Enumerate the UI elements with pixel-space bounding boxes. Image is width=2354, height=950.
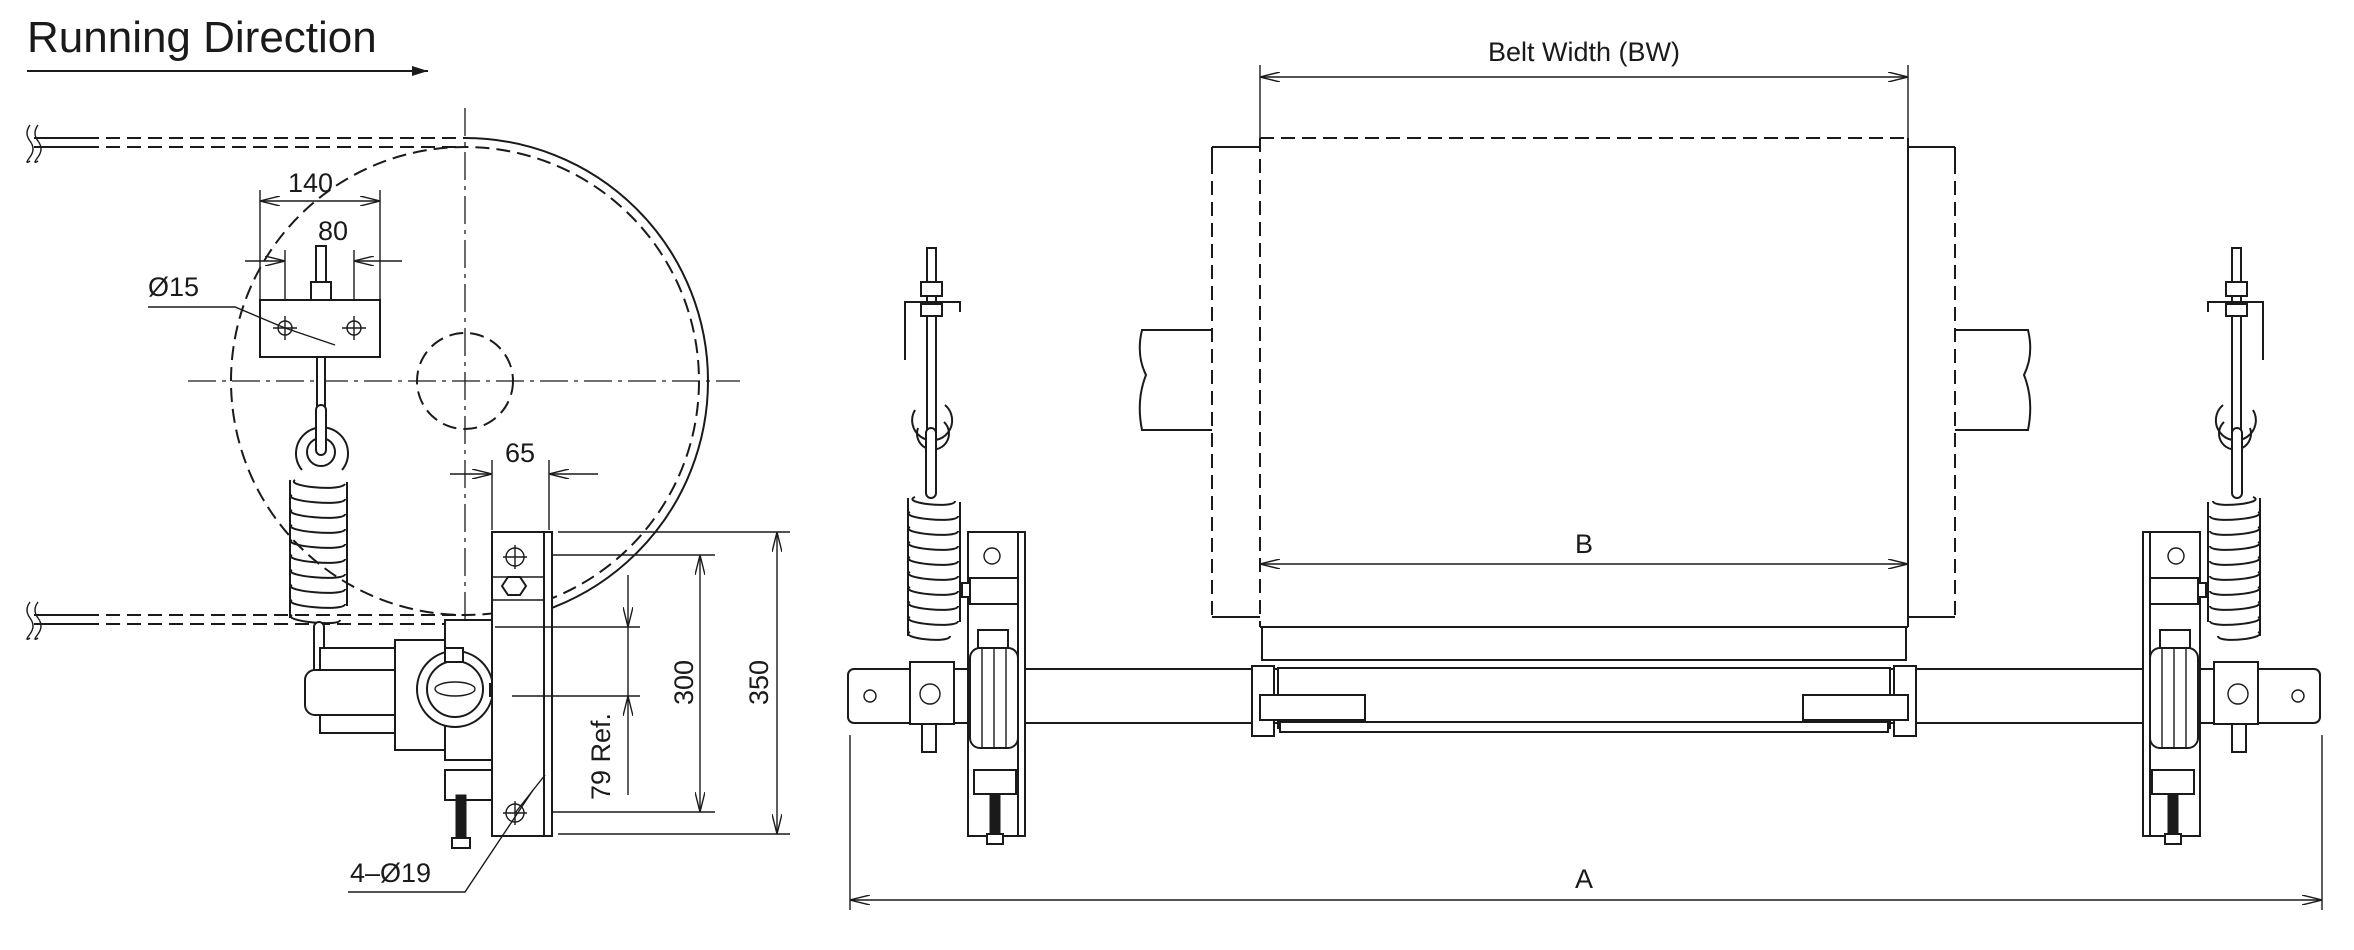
dimension-80: 80 — [245, 216, 402, 300]
hanger-assembly — [259, 245, 381, 713]
mounting-plate — [491, 531, 553, 837]
belt-lines — [26, 124, 709, 641]
cleaner-blade — [847, 626, 2321, 737]
dim-65-label: 65 — [505, 438, 535, 468]
dim-b-label: B — [1575, 529, 1593, 559]
dimension-350: 350 — [558, 531, 790, 835]
dimension-a: A — [849, 735, 2323, 910]
tensioner-assembly-left — [904, 247, 1026, 845]
belt-width-label: Belt Width (BW) — [1488, 37, 1680, 67]
tensioner-assembly-right — [2142, 247, 2264, 845]
dim-hole-15-label: Ø15 — [148, 272, 199, 302]
running-direction-label: Running Direction — [27, 13, 377, 62]
dimension-mount-holes: 4–Ø19 — [348, 774, 546, 893]
dimension-140: 140 — [259, 168, 381, 300]
dimension-hole-15: Ø15 — [148, 272, 336, 346]
front-view: Belt Width (BW) B A — [847, 37, 2323, 910]
dim-80-label: 80 — [318, 216, 348, 246]
dimension-300: 300 — [552, 554, 715, 813]
dimension-belt-width: Belt Width (BW) — [1259, 37, 1909, 138]
dim-350-label: 350 — [744, 660, 774, 705]
dimension-65: 65 — [450, 438, 598, 530]
spring — [289, 479, 348, 625]
dim-mount-holes-label: 4–Ø19 — [350, 858, 431, 888]
side-view: 140 80 Ø15 65 350 300 — [26, 108, 790, 893]
dim-a-label: A — [1575, 864, 1593, 894]
dim-79-ref-label: 79 Ref. — [586, 713, 616, 800]
pulley-front — [1138, 146, 2032, 618]
dimension-b: B — [1260, 529, 1908, 564]
dimension-79-ref: 79 Ref. — [495, 575, 640, 800]
dim-300-label: 300 — [669, 660, 699, 705]
dim-140-label: 140 — [288, 168, 333, 198]
